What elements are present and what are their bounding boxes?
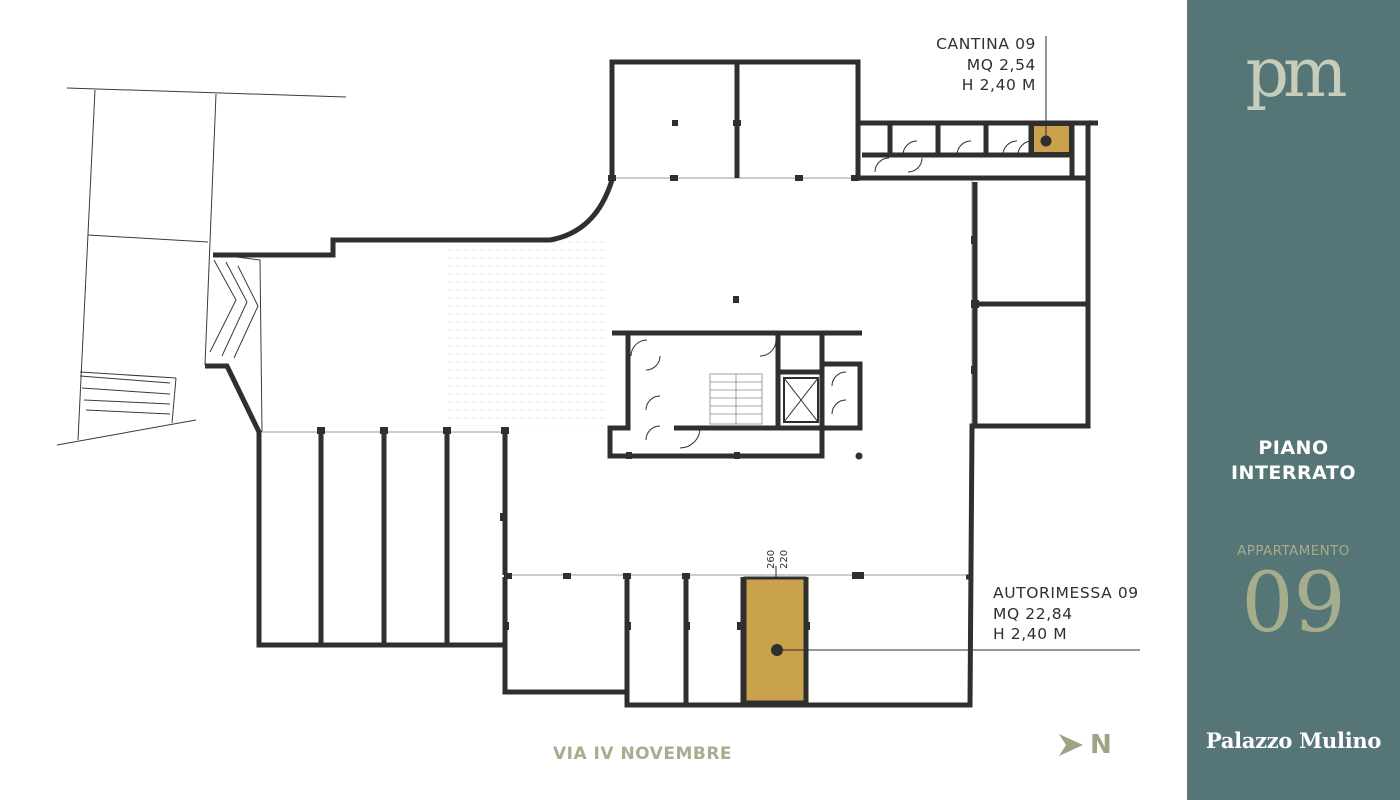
- neighbour-lots: [56, 87, 347, 446]
- street-name: VIA IV NOVEMBRE: [553, 744, 733, 764]
- door-swings: [630, 140, 1033, 449]
- cantina-title: CANTINA 09: [936, 35, 1036, 53]
- dimension-label-2: 220: [779, 550, 790, 569]
- logo: pm: [1245, 34, 1347, 113]
- floor-name: PIANO INTERRATO: [1187, 436, 1400, 486]
- garage-title: AUTORIMESSA 09: [993, 584, 1139, 602]
- brand-name: Palazzo Mulino: [1205, 728, 1382, 753]
- cantina-09-highlight: [1032, 36, 1071, 154]
- garage-height: H 2,40 M: [993, 625, 1068, 643]
- cantina-label: CANTINA 09 MQ 2,54 H 2,40 M: [886, 34, 1036, 96]
- garage-09-highlight: [743, 566, 1140, 704]
- floor-plan-drawing: 260 220: [56, 36, 1140, 708]
- dimension-label-1: 260: [766, 550, 777, 569]
- stair-lift: [709, 373, 819, 425]
- cantina-09-room: [1032, 124, 1071, 154]
- posts: [317, 120, 979, 630]
- cantina-area: MQ 2,54: [966, 55, 1036, 74]
- cantina-height: H 2,40 M: [961, 76, 1036, 94]
- unit-number: 09: [1241, 556, 1346, 651]
- north-indicator: N: [1058, 730, 1118, 760]
- floor-plan: 260 220 CANTINA 09 MQ 2,54 H 2,40 M AUTO…: [56, 34, 1140, 764]
- garage-area: MQ 22,84: [993, 604, 1073, 623]
- north-letter: N: [1090, 730, 1112, 760]
- unit-label: APPARTAMENTO: [1237, 543, 1350, 559]
- garage-09-room: [743, 576, 807, 704]
- north-arrow-icon: [1059, 734, 1083, 756]
- floor-name-line2: INTERRATO: [1230, 462, 1356, 484]
- garage-label: AUTORIMESSA 09 MQ 22,84 H 2,40 M: [993, 583, 1139, 645]
- floor-name-line1: PIANO: [1258, 437, 1329, 459]
- sidebar: pm PIANO INTERRATO APPARTAMENTO 09 Palaz…: [1187, 0, 1400, 800]
- open-area: [444, 240, 609, 426]
- walls: [205, 59, 1098, 708]
